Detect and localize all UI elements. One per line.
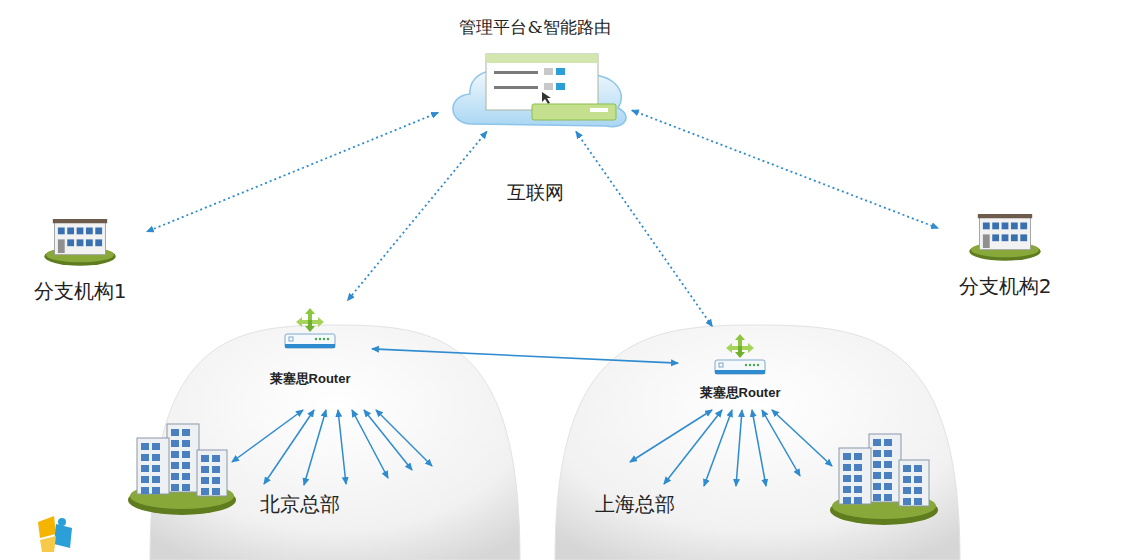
building-icon — [969, 214, 1040, 261]
link-arrow — [352, 410, 388, 478]
link-arrow — [630, 410, 712, 462]
network-link — [147, 113, 438, 232]
dome-icon — [150, 325, 520, 560]
link-arrow — [264, 410, 314, 484]
link-arrow — [232, 410, 303, 462]
device-label: 莱塞思Router — [700, 384, 781, 402]
network-link — [632, 110, 938, 228]
site-region: 北京总部 莱塞思Router — [150, 325, 520, 560]
link-arrow — [304, 410, 326, 485]
site-name: 分支机构1 — [34, 278, 127, 305]
link-arrow — [364, 410, 412, 470]
site-name: 北京总部 — [260, 491, 340, 518]
hq-buildings — [830, 434, 938, 525]
site-dome — [555, 325, 960, 560]
link-arrow — [772, 410, 832, 466]
link-arrow — [762, 410, 800, 476]
network-label: 互联网 — [505, 180, 566, 206]
link-arrow — [664, 410, 722, 484]
site-name: 分支机构2 — [959, 273, 1052, 300]
logo-mark — [34, 512, 84, 560]
link-arrow — [736, 410, 742, 486]
link-arrow — [376, 410, 432, 466]
site-name: 上海总部 — [595, 491, 675, 518]
branch-office: 分支机构2 — [940, 208, 1070, 300]
router-icon — [715, 334, 765, 374]
site-dome — [150, 325, 520, 560]
router-device: 莱塞思Router — [680, 328, 800, 404]
hq-buildings — [128, 424, 236, 515]
cloud-platform: 管理平台&智能路由 — [440, 16, 630, 130]
link-arrow — [338, 410, 346, 484]
link-arrow — [704, 410, 732, 486]
network-link — [576, 132, 712, 327]
building-icon — [44, 219, 115, 266]
platform-title: 管理平台&智能路由 — [459, 16, 610, 39]
network-link — [348, 132, 487, 301]
link-arrow — [752, 410, 766, 486]
site-region: 上海总部 莱塞思Router — [555, 325, 960, 560]
branch-office: 分支机构1 — [15, 213, 145, 305]
router-icon — [285, 308, 335, 348]
device-label: 莱塞思Router — [270, 370, 351, 388]
router-device: 莱塞思Router — [250, 302, 370, 390]
platform-window — [486, 54, 616, 120]
